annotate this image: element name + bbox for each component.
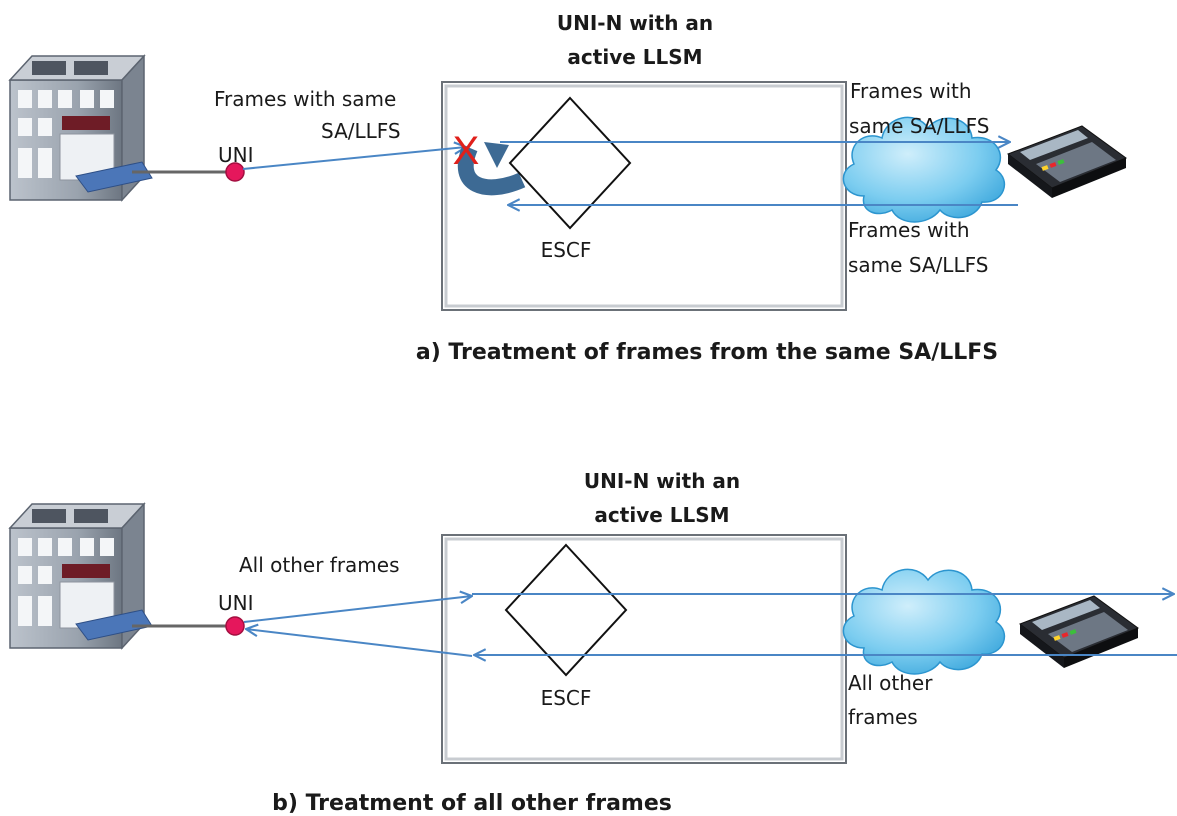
panel-b-delivered-arrow <box>246 629 473 657</box>
panel-b-escf-label: ESCF <box>541 686 592 710</box>
panel-b-incoming-arrow <box>243 596 472 623</box>
panel-b-uni-dot <box>225 616 245 636</box>
panel-b-phone-icon <box>1019 595 1139 669</box>
panel-a-box-title-line-2: active LLSM <box>567 45 702 69</box>
panel-b-building-icon <box>9 503 153 649</box>
panel-b-unin-box-inner-edge <box>444 537 844 761</box>
panel-b-uni-label: UNI <box>218 591 254 615</box>
panel-a-escf-label: ESCF <box>541 238 592 262</box>
panel-a-in-label-line-2: SA/LLFS <box>321 119 401 143</box>
panel-a-loopback-arrow <box>457 144 526 196</box>
panel-a-building-icon <box>9 55 153 201</box>
panel-a-return-label-line-2: same SA/LLFS <box>848 253 988 277</box>
panel-a-unin-box <box>441 81 847 311</box>
panel-a-uni-label: UNI <box>218 143 254 167</box>
panel-b-return-label-line-1: All other <box>848 671 933 695</box>
panel-a-phone-icon <box>1007 125 1127 199</box>
panel-a-uni-dot <box>225 162 245 182</box>
panel-b-return-label-line-2: frames <box>848 705 918 729</box>
panel-b-unin-box <box>441 534 847 764</box>
panel-b-network-cloud <box>842 568 1006 675</box>
panel-a-in-label-line-1: Frames with same <box>214 87 396 111</box>
panel-b-in-label: All other frames <box>239 553 400 577</box>
panel-a-loopback-arrowhead <box>484 142 509 168</box>
panel-a-drop-mark: X <box>453 129 480 173</box>
panel-a-box-title-line-1: UNI-N with an <box>557 11 713 35</box>
panel-b-box-title-line-1: UNI-N with an <box>584 469 740 493</box>
panel-b: UNI-N with an active LLSM All other fram… <box>9 469 1177 816</box>
panel-b-caption: b) Treatment of all other frames <box>272 791 672 816</box>
panel-b-box-title-line-2: active LLSM <box>594 503 729 527</box>
panel-b-escf-diamond <box>504 543 628 677</box>
panel-a-caption: a) Treatment of frames from the same SA/… <box>416 340 998 365</box>
panel-a-return-label-line-1: Frames with <box>848 218 970 242</box>
panel-a-out-label-line-1: Frames with <box>850 79 972 103</box>
panel-a-incoming-arrow <box>242 147 466 170</box>
panel-a-out-label-line-2: same SA/LLFS <box>849 114 989 138</box>
panel-a-unin-box-inner-edge <box>444 84 844 308</box>
panel-a: UNI-N with an active LLSM Frames with sa… <box>9 11 1127 365</box>
